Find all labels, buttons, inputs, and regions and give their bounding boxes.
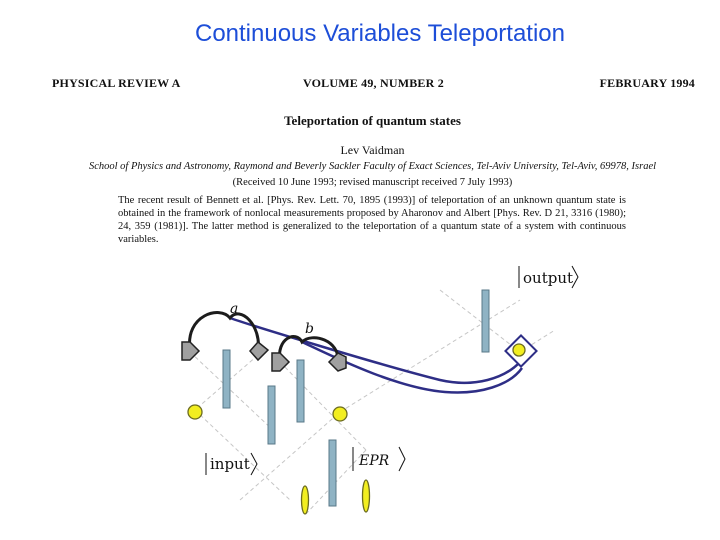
- plate-output: [481, 289, 490, 353]
- journal-name: PHYSICAL REVIEW A: [52, 76, 181, 90]
- detector-4: [327, 352, 347, 372]
- beam-input-left: [194, 409, 291, 501]
- wire-b: [278, 335, 340, 363]
- journal-date: FEBRUARY 1994: [599, 76, 695, 90]
- label-epr: EPR: [352, 446, 406, 472]
- paper-abstract: The recent result of Bennett et al. [Phy…: [118, 195, 626, 245]
- beam-input-right: [239, 411, 341, 501]
- detector-2: [248, 340, 270, 362]
- plate-3: [296, 359, 305, 423]
- particle-input: [187, 404, 203, 420]
- classical-channel: [229, 316, 524, 394]
- paper-author: Lev Vaidman: [340, 143, 405, 157]
- paper-title: Teleportation of quantum states: [284, 113, 461, 128]
- svg-text:EPR: EPR: [358, 453, 390, 469]
- detector-1: [181, 341, 201, 361]
- beam-splitters: [222, 289, 490, 507]
- cable-b: [301, 340, 524, 394]
- output-station: [504, 334, 538, 368]
- beam-epr-left: [279, 361, 367, 451]
- detectors: [181, 340, 347, 372]
- slide-title: Continuous Variables Teleportation: [194, 20, 566, 47]
- particle-epr-right: [361, 479, 371, 513]
- plate-4: [328, 439, 337, 507]
- detector-3: [271, 352, 291, 372]
- beam-upper-left: [189, 351, 276, 433]
- cable-a: [229, 316, 521, 384]
- svg-text:input: input: [210, 455, 250, 473]
- detector-wires: [188, 311, 340, 363]
- journal-volume: VOLUME 49, NUMBER 2: [303, 76, 444, 90]
- label-b: b: [305, 321, 314, 337]
- particle-epr: [332, 406, 348, 422]
- label-a: a: [230, 301, 238, 317]
- wire-a: [188, 311, 260, 353]
- plate-1: [222, 349, 231, 409]
- label-output: output: [518, 265, 579, 289]
- plate-2: [267, 385, 276, 445]
- label-input: input: [205, 452, 258, 476]
- svg-text:output: output: [523, 269, 573, 287]
- particle-epr-left: [300, 485, 310, 515]
- particle-output: [512, 343, 526, 357]
- beam-output-a: [439, 289, 521, 353]
- beam-epr-output: [339, 299, 521, 413]
- paper-affiliation: School of Physics and Astronomy, Raymond…: [88, 161, 657, 172]
- particles: [187, 404, 371, 515]
- paper-received: (Received 10 June 1993; revised manuscri…: [232, 177, 513, 188]
